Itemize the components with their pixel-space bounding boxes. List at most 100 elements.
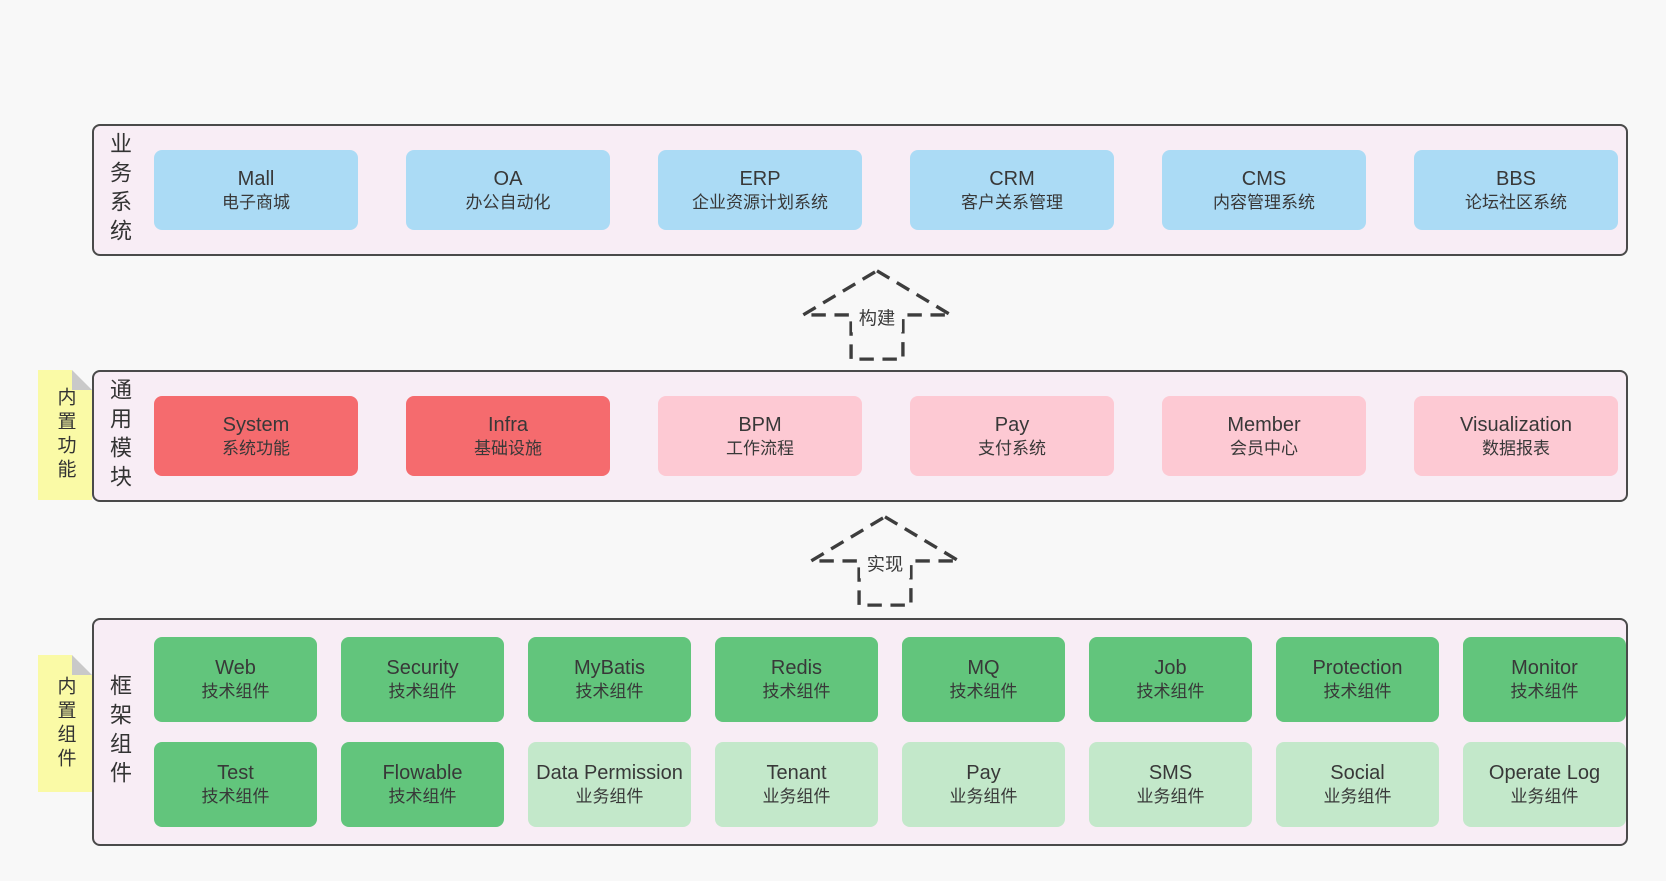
box-subtitle: 办公自动化 [465, 192, 551, 212]
sticky-label: 内置组件 [54, 675, 76, 772]
box-title: Monitor [1511, 657, 1578, 680]
band-business-systems: 业务系统 Mall 电子商城 OA 办公自动化 ERP 企业资源计划系统 CRM… [92, 124, 1628, 256]
sticky-built-in-features: 内置功能 [38, 370, 92, 500]
band-label-modules: 通用模块 [107, 378, 132, 494]
band-framework-components: 框架组件 Web 技术组件 Security 技术组件 MyBatis 技术组件… [92, 618, 1628, 846]
box-subtitle: 基础设施 [474, 438, 542, 458]
box-subtitle: 系统功能 [222, 438, 290, 458]
box-subtitle: 技术组件 [762, 682, 831, 702]
box-subtitle: 业务组件 [575, 787, 644, 807]
arrow-implement-label: 实现 [867, 554, 903, 575]
modules-box-row: System 系统功能 Infra 基础设施 BPM 工作流程 Pay 支付系统… [154, 396, 1618, 476]
box-bbs: BBS 论坛社区系统 [1414, 150, 1618, 230]
box-pay-module: Pay 支付系统 [910, 396, 1114, 476]
band-common-modules: 通用模块 System 系统功能 Infra 基础设施 BPM 工作流程 Pay… [92, 370, 1628, 502]
box-title: Flowable [382, 762, 463, 785]
arrow-implement: 实现 [790, 512, 980, 608]
box-subtitle: 技术组件 [201, 787, 270, 807]
box-title: Pay [966, 762, 1001, 785]
box-title: Member [1227, 413, 1301, 436]
sticky-label: 内置功能 [54, 387, 76, 483]
components-grid: Web 技术组件 Security 技术组件 MyBatis 技术组件 Redi… [154, 637, 1626, 827]
box-title: Web [215, 657, 256, 680]
box-cms: CMS 内容管理系统 [1162, 150, 1366, 230]
sticky-built-in-components: 内置组件 [38, 655, 92, 792]
box-title: Infra [487, 413, 529, 436]
box-subtitle: 内容管理系统 [1213, 192, 1315, 212]
box-infra: Infra 基础设施 [406, 396, 610, 476]
box-title: OA [493, 167, 523, 190]
folded-corner-icon [72, 370, 92, 390]
business-box-row: Mall 电子商城 OA 办公自动化 ERP 企业资源计划系统 CRM 客户关系… [154, 150, 1618, 230]
box-title: BBS [1495, 167, 1537, 190]
box-subtitle: 业务组件 [1510, 787, 1579, 807]
box-subtitle: 业务组件 [1323, 787, 1392, 807]
box-erp: ERP 企业资源计划系统 [658, 150, 862, 230]
box-web: Web 技术组件 [154, 637, 317, 722]
folded-corner-icon [72, 655, 92, 675]
box-oa: OA 办公自动化 [406, 150, 610, 230]
band-label-business: 业务系统 [107, 132, 132, 248]
box-title: Operate Log [1488, 762, 1601, 785]
box-title: Mall [237, 167, 275, 190]
box-title: BPM [738, 413, 782, 436]
box-title: Test [217, 762, 254, 785]
box-social: Social 业务组件 [1276, 742, 1439, 827]
box-subtitle: 业务组件 [762, 787, 831, 807]
arrow-build: 构建 [782, 266, 972, 362]
up-arrow-icon: 实现 [804, 514, 966, 607]
box-mall: Mall 电子商城 [154, 150, 358, 230]
box-subtitle: 技术组件 [201, 682, 270, 702]
arrow-build-label: 构建 [859, 308, 895, 329]
box-system: System 系统功能 [154, 396, 358, 476]
box-subtitle: 业务组件 [949, 787, 1018, 807]
box-subtitle: 客户关系管理 [961, 192, 1063, 212]
box-title: MQ [967, 657, 1000, 680]
box-title: CMS [1241, 167, 1287, 190]
box-subtitle: 数据报表 [1482, 438, 1550, 458]
box-flowable: Flowable 技术组件 [341, 742, 504, 827]
box-crm: CRM 客户关系管理 [910, 150, 1114, 230]
box-tenant: Tenant 业务组件 [715, 742, 878, 827]
components-row-1: Web 技术组件 Security 技术组件 MyBatis 技术组件 Redi… [154, 637, 1626, 722]
box-job: Job 技术组件 [1089, 637, 1252, 722]
box-title: CRM [989, 167, 1035, 190]
box-pay-component: Pay 业务组件 [902, 742, 1065, 827]
box-subtitle: 会员中心 [1230, 438, 1298, 458]
box-title: Job [1154, 657, 1187, 680]
box-title: Protection [1312, 657, 1403, 680]
box-mq: MQ 技术组件 [902, 637, 1065, 722]
box-title: SMS [1148, 762, 1193, 785]
box-subtitle: 论坛社区系统 [1465, 192, 1567, 212]
box-title: Tenant [766, 762, 827, 785]
box-title: Visualization [1460, 413, 1572, 436]
box-monitor: Monitor 技术组件 [1463, 637, 1626, 722]
box-subtitle: 企业资源计划系统 [692, 192, 828, 212]
box-bpm: BPM 工作流程 [658, 396, 862, 476]
box-member: Member 会员中心 [1162, 396, 1366, 476]
box-subtitle: 业务组件 [1136, 787, 1205, 807]
box-title: Social [1330, 762, 1385, 785]
box-redis: Redis 技术组件 [715, 637, 878, 722]
box-subtitle: 工作流程 [726, 438, 794, 458]
box-title: MyBatis [573, 657, 646, 680]
box-subtitle: 技术组件 [1510, 682, 1579, 702]
band-label-components: 框架组件 [107, 674, 132, 790]
box-subtitle: 技术组件 [388, 682, 457, 702]
box-sms: SMS 业务组件 [1089, 742, 1252, 827]
box-subtitle: 技术组件 [949, 682, 1018, 702]
components-row-2: Test 技术组件 Flowable 技术组件 Data Permission … [154, 742, 1626, 827]
box-title: Data Permission [536, 762, 683, 785]
up-arrow-icon: 构建 [796, 268, 958, 361]
box-mybatis: MyBatis 技术组件 [528, 637, 691, 722]
box-visualization: Visualization 数据报表 [1414, 396, 1618, 476]
box-security: Security 技术组件 [341, 637, 504, 722]
box-operate-log: Operate Log 业务组件 [1463, 742, 1626, 827]
box-subtitle: 技术组件 [1323, 682, 1392, 702]
box-subtitle: 技术组件 [388, 787, 457, 807]
box-title: Pay [994, 413, 1030, 436]
box-title: Redis [770, 657, 823, 680]
box-title: ERP [739, 167, 781, 190]
box-data-permission: Data Permission 业务组件 [528, 742, 691, 827]
